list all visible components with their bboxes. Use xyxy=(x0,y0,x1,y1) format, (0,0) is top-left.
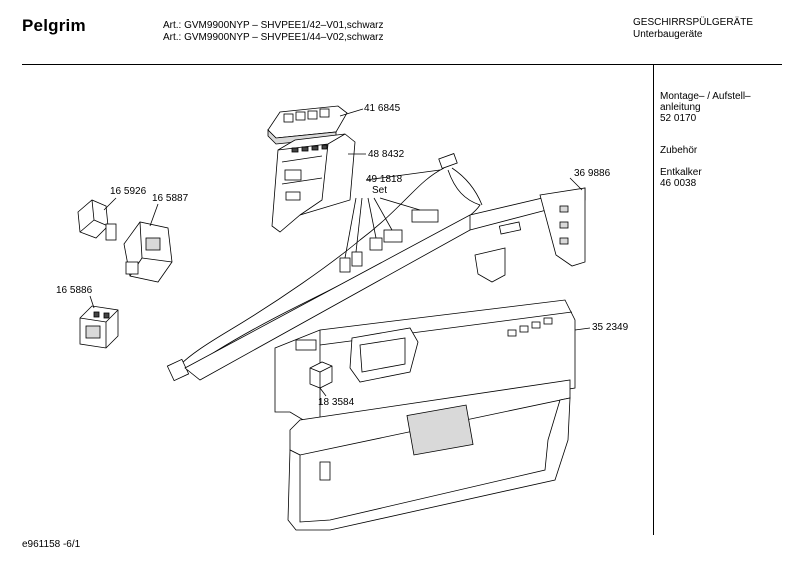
part-label-165886: 16 5886 xyxy=(56,285,93,296)
part-drawing-165886 xyxy=(79,295,119,349)
part-label-165926: 16 5926 xyxy=(110,186,147,197)
part-drawing-488432 xyxy=(271,133,366,233)
sidebar-zubehoer: Zubehör xyxy=(660,145,698,156)
drawing-code: e961158 -6/1 xyxy=(22,539,81,550)
part-label-183584: 18 3584 xyxy=(318,397,355,408)
part-drawing-491818 xyxy=(166,153,483,382)
category-subtitle: Unterbaugeräte xyxy=(633,29,703,40)
brand-logo: Pelgrim xyxy=(22,16,86,35)
part-label-488432: 48 8432 xyxy=(368,149,405,160)
part-drawing-352349 xyxy=(274,299,591,531)
sidebar-entkalker-number: 46 0038 xyxy=(660,178,697,189)
sidebar-montage-line-2: anleitung xyxy=(660,102,701,113)
part-label-491818-set: Set xyxy=(372,185,388,196)
part-label-416845: 41 6845 xyxy=(364,103,401,114)
sidebar-entkalker: Entkalker xyxy=(660,167,702,178)
part-label-165887: 16 5887 xyxy=(152,193,189,204)
part-drawing-369886 xyxy=(184,177,586,381)
part-label-352349: 35 2349 xyxy=(592,322,629,333)
sidebar-montage-number: 52 0170 xyxy=(660,113,697,124)
header-divider xyxy=(22,64,782,65)
article-line-1: Art.: GVM9900NYP – SHVPEE1/42–V01,schwar… xyxy=(163,20,384,31)
article-line-2: Art.: GVM9900NYP – SHVPEE1/44–V02,schwar… xyxy=(163,32,384,43)
part-drawing-416845 xyxy=(267,105,364,145)
part-drawing-165926 xyxy=(77,197,117,241)
part-drawing-165887 xyxy=(123,203,173,283)
category-title: GESCHIRRSPÜLGERÄTE xyxy=(633,17,754,28)
part-label-491818: 49 1818 xyxy=(366,174,403,185)
sidebar-montage-line-1: Montage– / Aufstell– xyxy=(660,91,751,102)
part-label-369886: 36 9886 xyxy=(574,168,611,179)
part-drawing-183584 xyxy=(309,361,333,397)
sidebar-divider xyxy=(653,65,654,535)
